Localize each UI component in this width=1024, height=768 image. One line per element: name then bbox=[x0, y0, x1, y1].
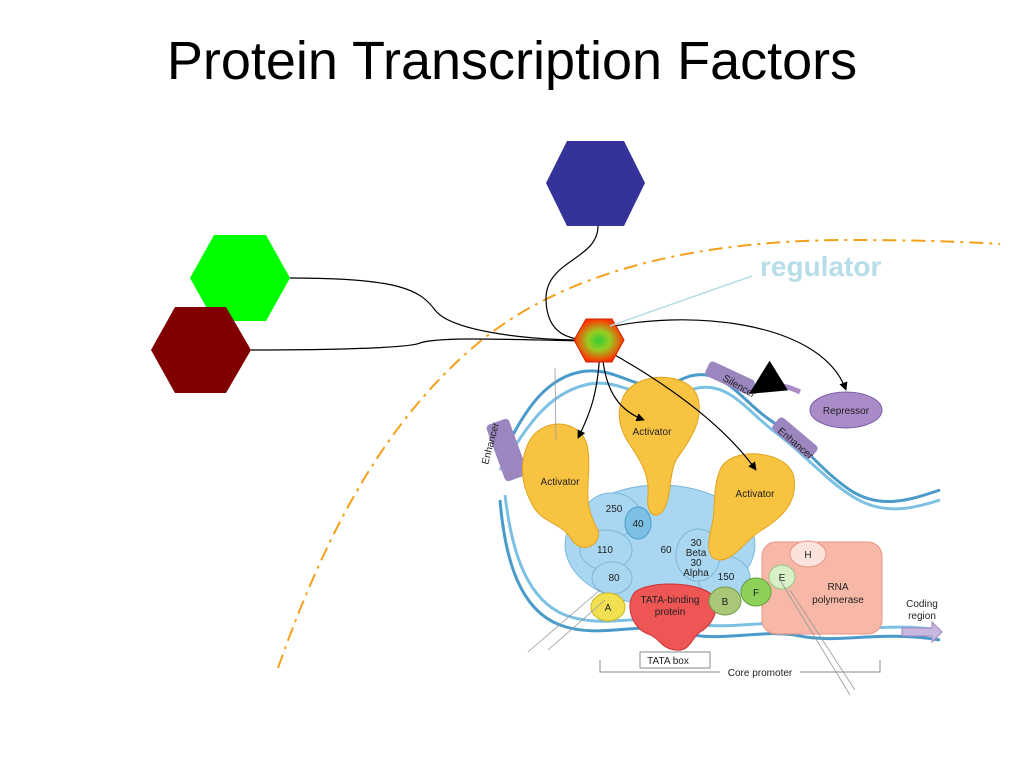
repressor-shape bbox=[809, 391, 883, 429]
enhancer-left-segment bbox=[486, 418, 528, 482]
tf-80-label: 80 bbox=[608, 573, 620, 584]
regulator-hexagon bbox=[573, 318, 625, 363]
tf-a-shape bbox=[590, 592, 626, 622]
activator-center: Activator bbox=[618, 376, 700, 516]
tata-binding-protein-shape bbox=[629, 583, 717, 651]
coding-region-label-1: Coding bbox=[906, 599, 938, 610]
hexagon-maroon bbox=[151, 307, 251, 393]
tf-60-label: 60 bbox=[660, 545, 672, 556]
pointer-lines bbox=[527, 367, 856, 696]
connector-maroon bbox=[250, 336, 589, 351]
tf-f-label: F bbox=[753, 588, 759, 599]
tf-b-shape bbox=[708, 586, 742, 616]
tf-250-label: 250 bbox=[606, 504, 623, 515]
transcription-complex-figure: Enhancer Silencer Enhancer Repressor RNA… bbox=[480, 360, 943, 696]
tf-40-label: 40 bbox=[632, 519, 644, 530]
tf-150-label: 150 bbox=[718, 572, 735, 583]
arrow-to-activator-left bbox=[577, 349, 601, 439]
regulator-pointer bbox=[609, 275, 753, 327]
arrow-to-repressor bbox=[605, 319, 848, 391]
regulator-label: regulator bbox=[760, 251, 881, 282]
threshold-curve bbox=[277, 238, 1001, 669]
tata-binding-label-1: TATA-binding bbox=[641, 595, 700, 606]
slide-title: Protein Transcription Factors bbox=[166, 31, 858, 91]
connector-blue bbox=[545, 225, 599, 345]
hexagon-green bbox=[190, 235, 290, 321]
tf-alpha-label: Alpha bbox=[683, 568, 709, 579]
activator-left: Activator bbox=[522, 423, 599, 548]
connector-green bbox=[289, 277, 589, 345]
enhancer-right-segment bbox=[772, 417, 818, 459]
tf-40-shape bbox=[624, 506, 652, 540]
tf-f-shape bbox=[740, 577, 772, 607]
tf-e-label: E bbox=[779, 573, 786, 584]
core-promoter-label: Core promoter bbox=[728, 668, 793, 679]
rna-polymerase-label-2: polymerase bbox=[812, 595, 864, 606]
arrow-to-activator-center bbox=[601, 351, 645, 422]
coding-region-label-2: region bbox=[908, 611, 936, 622]
tf-30-alpha-num: 30 bbox=[690, 558, 702, 569]
tf-beta-label: Beta bbox=[686, 548, 707, 559]
repressor-label: Repressor bbox=[823, 406, 870, 417]
tf-h-shape bbox=[789, 540, 827, 568]
tata-box-bracket bbox=[639, 651, 711, 669]
coding-region-arrow bbox=[901, 620, 943, 644]
hexagon-blue bbox=[546, 141, 645, 226]
rna-polymerase-label-1: RNA bbox=[827, 582, 848, 593]
repressor-arrow bbox=[749, 360, 802, 395]
tf-a-label: A bbox=[605, 603, 612, 614]
activator-left-label: Activator bbox=[541, 477, 581, 488]
activator-center-label: Activator bbox=[633, 427, 673, 438]
dna-strand-top-2 bbox=[498, 381, 941, 511]
activator-right: Activator bbox=[708, 453, 795, 561]
arrow-to-activator-right bbox=[605, 349, 757, 471]
input-connectors bbox=[250, 225, 599, 351]
tf-110-label: 110 bbox=[597, 545, 613, 556]
activator-right-label: Activator bbox=[736, 489, 776, 500]
tf-h-label: H bbox=[804, 550, 811, 561]
tata-binding-label-2: protein bbox=[655, 607, 686, 618]
silencer-segment bbox=[705, 361, 755, 395]
tata-box-label: TATA box bbox=[647, 656, 689, 667]
tf-b-label: B bbox=[722, 597, 729, 608]
tf-e-shape bbox=[768, 564, 796, 590]
tf-30-beta-num: 30 bbox=[690, 538, 702, 549]
